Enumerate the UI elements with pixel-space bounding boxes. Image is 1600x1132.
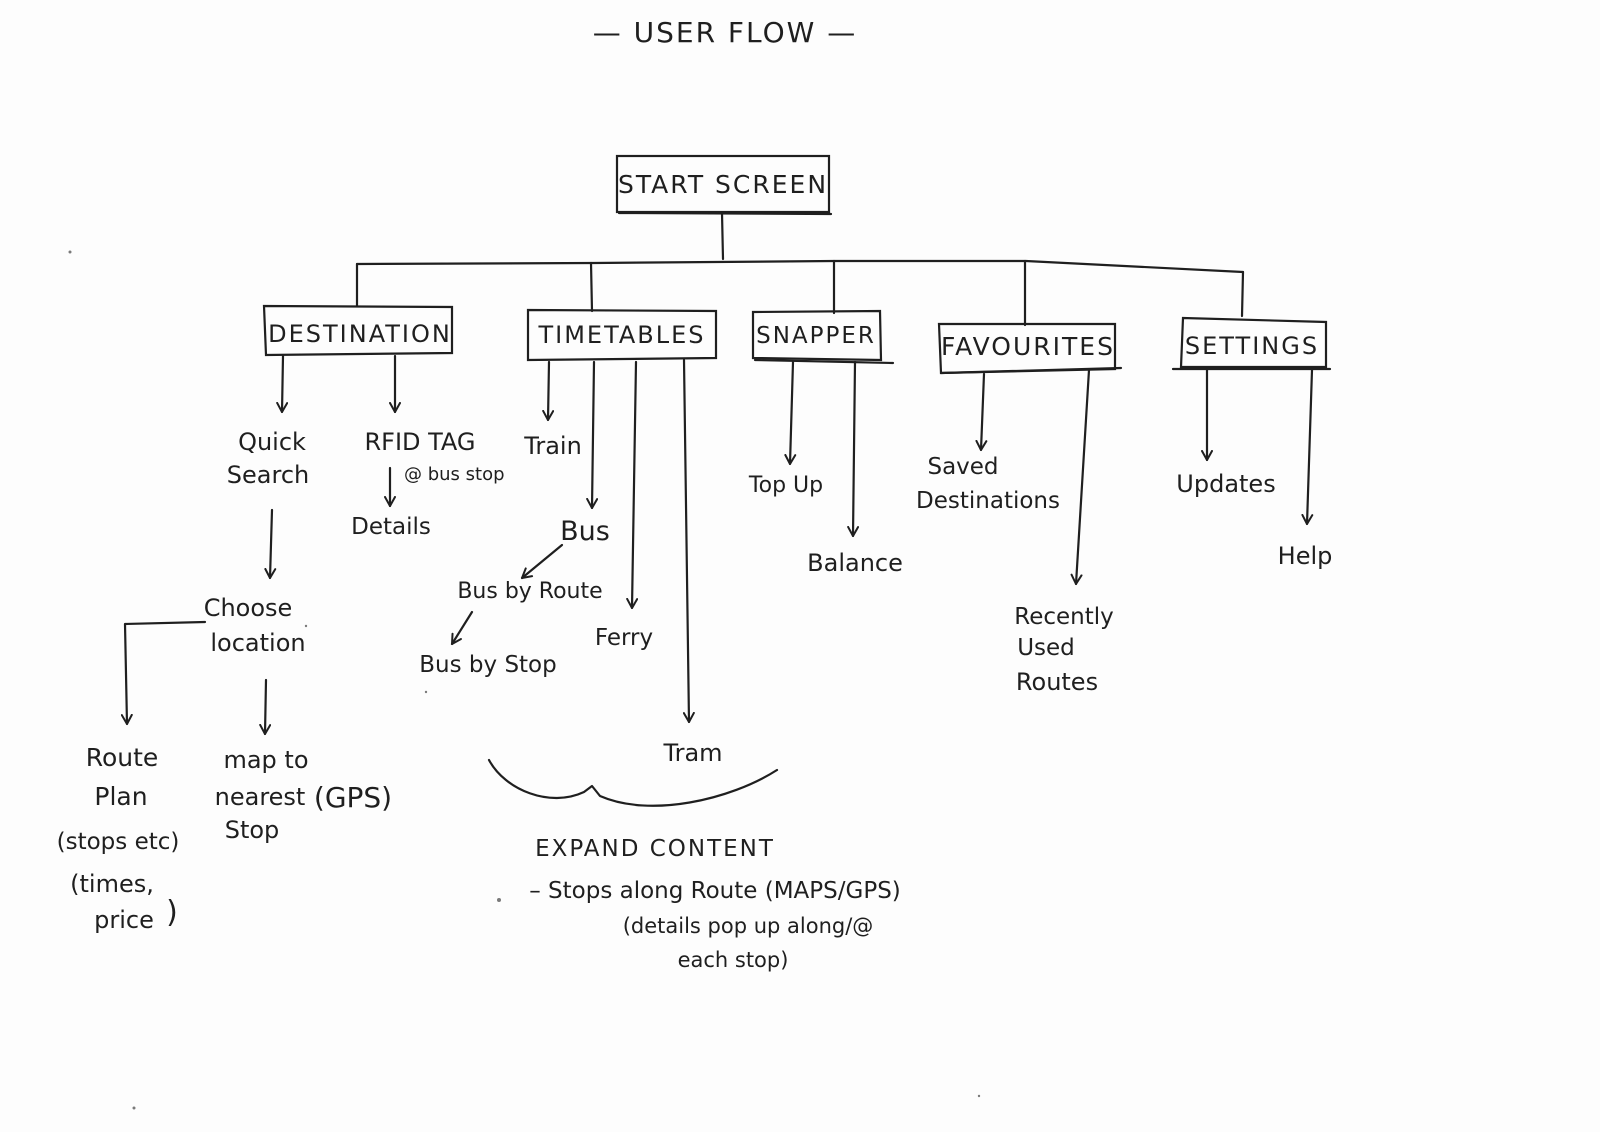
speck	[977, 1094, 981, 1098]
snapper-box	[751, 309, 883, 362]
choose-location-line2: location	[210, 629, 305, 657]
destination-branch: Quick Search RFID TAG @ bus stop Details…	[57, 354, 505, 934]
route-plan-line3: (stops etc)	[57, 829, 180, 855]
timetables-box	[526, 308, 718, 362]
destination-box	[262, 304, 454, 357]
arrow-to-train	[542, 360, 555, 422]
speck	[68, 250, 72, 254]
speck	[132, 1106, 136, 1110]
arrow-to-balance	[847, 360, 860, 538]
category-snapper: SNAPPER	[751, 309, 895, 365]
route-plan-line5: price	[94, 906, 154, 934]
route-plan-line1: Route	[86, 743, 159, 772]
arrow-to-quick-search	[276, 354, 289, 414]
map-nearest-line1: map to	[223, 746, 308, 774]
speck	[497, 898, 501, 902]
speck	[304, 624, 308, 628]
route-plan-line6: )	[166, 895, 178, 930]
arrow-to-recently-used	[1070, 368, 1091, 586]
favourites-label: FAVOURITES	[941, 332, 1115, 361]
arrow-to-help	[1301, 368, 1314, 526]
arrow-to-route-plan	[120, 620, 207, 726]
choose-location-line1: Choose	[204, 594, 293, 622]
speck	[424, 690, 428, 694]
snapper-label: SNAPPER	[756, 323, 876, 349]
gps-label: (GPS)	[314, 781, 392, 814]
top-up-label: Top Up	[748, 473, 823, 498]
expand-line3: each stop)	[678, 948, 789, 972]
bus-by-route-label: Bus by Route	[457, 579, 602, 604]
destination-label: DESTINATION	[268, 320, 452, 348]
drop-settings	[1240, 270, 1245, 318]
arrow-to-map-nearest	[259, 678, 272, 736]
expand-brace	[487, 758, 779, 807]
start-screen-shadow	[617, 211, 833, 216]
start-screen-box	[615, 154, 831, 214]
ferry-label: Ferry	[595, 625, 653, 651]
map-nearest-line2: nearest	[215, 783, 306, 811]
bus-stop-note: @ bus stop	[404, 464, 505, 485]
arrow-to-saved-destinations	[975, 372, 988, 452]
settings-label: SETTINGS	[1185, 332, 1319, 360]
title-group: — USER FLOW —	[593, 16, 858, 49]
diagram-title: — USER FLOW —	[593, 16, 858, 49]
category-settings: SETTINGS	[1171, 316, 1332, 371]
updates-label: Updates	[1176, 470, 1275, 498]
arrow-to-choose-location	[264, 508, 277, 580]
category-destination: DESTINATION	[262, 304, 454, 357]
quick-search-line2: Search	[227, 461, 309, 489]
help-label: Help	[1278, 542, 1333, 570]
favourites-branch: Saved Destinations Recently Used Routes	[916, 368, 1114, 696]
recently-used-line1: Recently	[1014, 604, 1114, 630]
category-favourites: FAVOURITES	[937, 322, 1123, 375]
drop-timetables	[589, 261, 594, 313]
expand-heading: EXPAND CONTENT	[535, 836, 775, 862]
tree-connectors	[355, 211, 1245, 327]
route-plan-line4: (times,	[70, 870, 154, 898]
arrow-to-bus-by-route	[520, 543, 564, 580]
tram-label: Tram	[662, 739, 722, 767]
snapper-shadow	[753, 358, 895, 365]
expand-line1: – Stops along Route (MAPS/GPS)	[529, 878, 901, 904]
balance-label: Balance	[807, 549, 903, 577]
arrow-to-top-up	[784, 360, 797, 466]
branch-bar	[355, 259, 1245, 274]
recently-used-line2: Used	[1017, 635, 1075, 661]
start-stem	[720, 211, 725, 261]
snapper-branch: Top Up Balance	[748, 360, 903, 577]
bus-by-stop-label: Bus by Stop	[419, 652, 556, 678]
category-timetables: TIMETABLES	[526, 308, 718, 362]
saved-destinations-line1: Saved	[927, 454, 998, 480]
expand-line2: (details pop up along/@	[623, 914, 874, 938]
details-label: Details	[351, 514, 431, 540]
start-screen-node: START SCREEN	[615, 154, 833, 216]
arrow-to-ferry	[626, 360, 639, 610]
quick-search-line1: Quick	[238, 428, 306, 456]
arrow-to-bus	[586, 360, 599, 510]
timetables-branch: Train Bus Bus by Route Bus by Stop Ferry…	[419, 358, 901, 972]
arrow-to-tram	[682, 358, 695, 724]
map-nearest-line3: Stop	[225, 816, 280, 844]
favourites-shadow	[939, 366, 1123, 375]
paper-specks	[68, 250, 981, 1110]
train-label: Train	[523, 432, 582, 460]
settings-box	[1179, 316, 1328, 369]
arrow-to-bus-by-stop	[450, 610, 474, 646]
saved-destinations-line2: Destinations	[916, 488, 1060, 514]
timetables-label: TIMETABLES	[537, 321, 705, 349]
recently-used-line3: Routes	[1016, 668, 1098, 696]
start-screen-label: START SCREEN	[618, 170, 828, 199]
settings-branch: Updates Help	[1176, 368, 1333, 570]
bus-label: Bus	[560, 516, 610, 547]
rfid-tag-label: RFID TAG	[364, 428, 475, 456]
route-plan-line2: Plan	[94, 782, 147, 811]
